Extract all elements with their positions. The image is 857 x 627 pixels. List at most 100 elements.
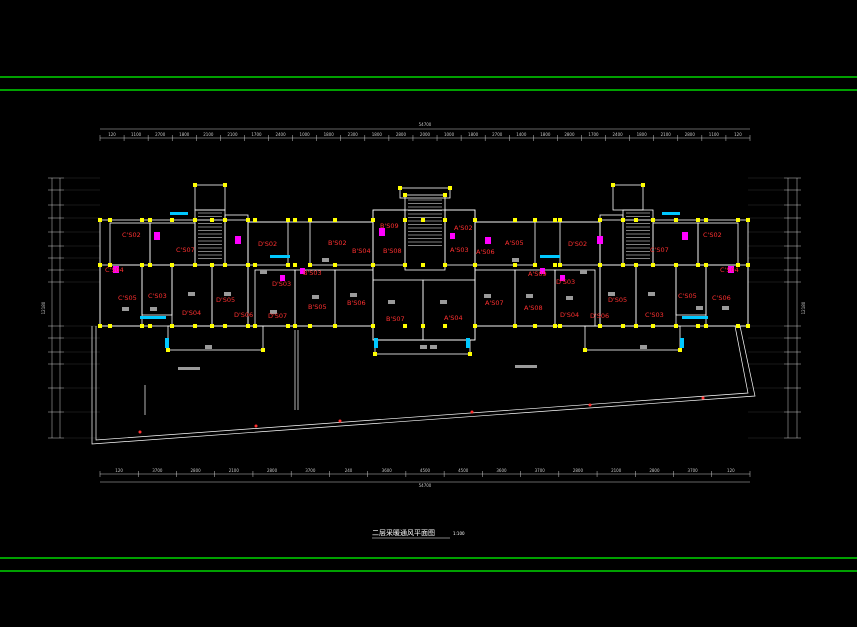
- column: [333, 263, 337, 267]
- column: [598, 324, 602, 328]
- column: [246, 324, 250, 328]
- bottom-segment-label: 120: [727, 468, 735, 473]
- room-label: C'S04: [720, 266, 739, 274]
- column: [193, 183, 197, 187]
- bottom-segment-label: 2800: [190, 468, 201, 473]
- bottom-dimension-ticks: [99, 471, 751, 477]
- site-outline: [91, 325, 756, 445]
- fixture: [270, 310, 277, 314]
- fixture: [350, 293, 357, 297]
- room-label: B'S09: [380, 222, 399, 230]
- room-label: C'S03: [148, 292, 167, 300]
- column: [473, 324, 477, 328]
- fixture: [188, 292, 195, 296]
- fixture: [526, 294, 533, 298]
- room-label: D'S06: [590, 312, 609, 320]
- drawing-title: 二层采暖通风平面图: [372, 528, 435, 537]
- column: [140, 263, 144, 267]
- radiator-unit: [485, 237, 491, 244]
- window: [374, 338, 378, 348]
- site-fixtures: [178, 365, 537, 370]
- top-dimension-ticks: [99, 135, 751, 141]
- top-segment-label: 2400: [275, 132, 286, 137]
- column: [98, 324, 102, 328]
- top-segment-label: 1800: [540, 132, 551, 137]
- column: [308, 263, 312, 267]
- column: [98, 263, 102, 267]
- column: [736, 263, 740, 267]
- room-label: D'S05: [608, 296, 627, 304]
- dimension-lines: [51, 128, 798, 483]
- column: [513, 324, 517, 328]
- radiator-unit: [597, 236, 603, 244]
- top-segment-label: 1800: [324, 132, 335, 137]
- column: [611, 183, 615, 187]
- fixture: [648, 292, 655, 296]
- furniture-fixtures: [122, 258, 729, 349]
- side-dimension-ticks: [48, 177, 801, 439]
- column: [421, 324, 425, 328]
- fixture: [224, 292, 231, 296]
- bottom-segment-label: 2800: [267, 468, 278, 473]
- room-label: A'S06: [476, 248, 495, 256]
- room-wall: [705, 264, 749, 327]
- column: [634, 324, 638, 328]
- column: [193, 218, 197, 222]
- top-segment-label: 2100: [227, 132, 238, 137]
- column: [246, 263, 250, 267]
- column: [286, 263, 290, 267]
- column: [210, 218, 214, 222]
- column: [443, 218, 447, 222]
- column: [421, 218, 425, 222]
- room-label: C'S02: [122, 231, 141, 239]
- top-segment-label: 1700: [251, 132, 262, 137]
- column: [371, 218, 375, 222]
- window: [682, 316, 708, 319]
- room-label: B'S02: [328, 239, 347, 247]
- window: [540, 255, 560, 258]
- column: [140, 218, 144, 222]
- fixture: [122, 307, 129, 311]
- windows: [140, 212, 708, 348]
- column: [170, 218, 174, 222]
- top-segment-label: 1800: [372, 132, 383, 137]
- bottom-segment-label: 3700: [152, 468, 163, 473]
- radiator-unit: [154, 232, 160, 240]
- window: [270, 255, 290, 258]
- column: [704, 218, 708, 222]
- column: [261, 348, 265, 352]
- top-segment-label: 1800: [468, 132, 479, 137]
- column: [166, 348, 170, 352]
- column: [223, 218, 227, 222]
- site-fixture: [178, 367, 200, 370]
- room-label: D'S05: [216, 296, 235, 304]
- bottom-segment-label: 240: [345, 468, 353, 473]
- fixture: [388, 300, 395, 304]
- column: [621, 263, 625, 267]
- top-segment-label: 1000: [300, 132, 311, 137]
- column: [253, 218, 257, 222]
- column: [210, 263, 214, 267]
- room-label: A'S04: [444, 314, 463, 322]
- column: [403, 263, 407, 267]
- column: [140, 324, 144, 328]
- column: [371, 324, 375, 328]
- column: [513, 218, 517, 222]
- column: [468, 352, 472, 356]
- fixture: [696, 306, 703, 310]
- column: [678, 348, 682, 352]
- column: [651, 218, 655, 222]
- top-segment-label: 2400: [612, 132, 623, 137]
- column: [696, 324, 700, 328]
- fixture: [205, 345, 212, 349]
- site-fixture: [515, 365, 537, 368]
- building-walls: [99, 184, 749, 355]
- fixture: [440, 300, 447, 304]
- radiator-unit: [682, 232, 688, 240]
- column: [746, 263, 750, 267]
- column: [746, 324, 750, 328]
- top-segment-label: 2800: [685, 132, 696, 137]
- room-label: C'S05: [118, 294, 137, 302]
